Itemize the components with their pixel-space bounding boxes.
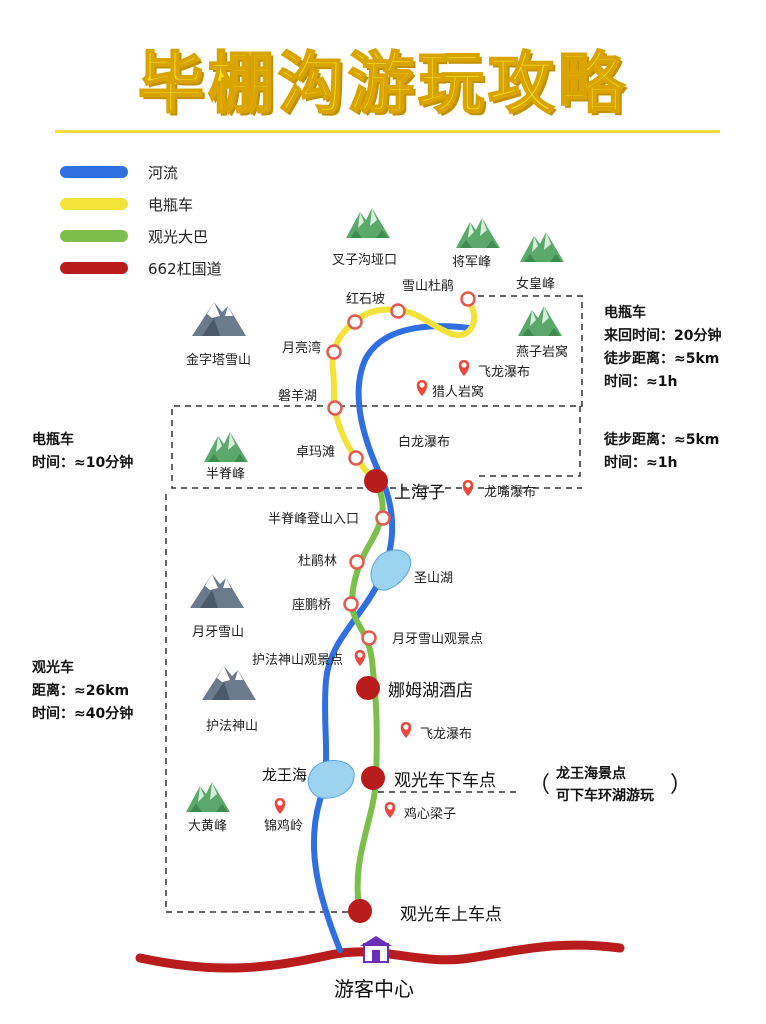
note-line: 时间：≈10分钟 bbox=[32, 454, 133, 471]
stop-marker[interactable] bbox=[343, 596, 359, 612]
highway-662 bbox=[135, 940, 625, 973]
major-stop-marker[interactable] bbox=[348, 899, 372, 923]
legend: 河流 电瓶车 观光大巴 662杠国道 bbox=[60, 164, 222, 278]
legend-label: 观光大巴 bbox=[148, 228, 208, 246]
location-pin-icon[interactable] bbox=[274, 798, 286, 814]
location-pin-icon[interactable] bbox=[416, 380, 428, 396]
location-pin-icon[interactable] bbox=[400, 722, 412, 738]
legend-label: 河流 bbox=[148, 164, 178, 182]
legend-swatch-shuttle bbox=[60, 198, 128, 210]
note-line: 时间：≈40分钟 bbox=[32, 705, 133, 722]
peak-label: 月牙雪山 bbox=[192, 625, 244, 640]
stop-marker[interactable] bbox=[361, 630, 377, 646]
snow-mountain-icon bbox=[202, 666, 256, 700]
poi-label: 鸡心梁子 bbox=[404, 806, 456, 822]
location-pin-icon[interactable] bbox=[354, 650, 366, 666]
title-underline bbox=[55, 130, 720, 133]
stop-label: 月牙雪山观景点 bbox=[392, 632, 483, 647]
poi-label: 白龙瀑布 bbox=[398, 434, 450, 450]
note-paren-open: （ bbox=[528, 773, 550, 798]
peak-label: 大黄峰 bbox=[188, 819, 227, 834]
peak-label: 将军峰 bbox=[452, 255, 491, 270]
peak-label: 护法神山 bbox=[206, 719, 258, 734]
peak-label: 叉子沟垭口 bbox=[332, 253, 397, 268]
stop-marker[interactable] bbox=[375, 510, 391, 526]
mountain-icon bbox=[186, 782, 230, 812]
legend-swatch-highway bbox=[60, 262, 128, 274]
mountain-icon bbox=[456, 218, 500, 248]
poi-label: 飞龙瀑布 bbox=[420, 727, 472, 742]
poi-label: 飞龙瀑布 bbox=[478, 365, 530, 380]
note-line: 距离：≈26km bbox=[32, 682, 129, 699]
stop-label: 红石坡 bbox=[346, 291, 385, 307]
visitor-center-icon[interactable] bbox=[360, 936, 392, 963]
stop-marker[interactable] bbox=[390, 303, 406, 319]
legend-label: 电瓶车 bbox=[148, 196, 193, 214]
note-line: 观光车 bbox=[32, 659, 74, 676]
stop-marker[interactable] bbox=[460, 291, 476, 307]
note-line: 电瓶车 bbox=[604, 304, 646, 321]
stop-marker[interactable] bbox=[347, 314, 363, 330]
note-line: 电瓶车 bbox=[32, 431, 74, 448]
section-box-upper bbox=[171, 295, 583, 489]
note-line: 来回时间：20分钟 bbox=[603, 327, 721, 344]
snow-mountain-icon bbox=[192, 302, 246, 336]
note-line: 徒步距离：≈5km bbox=[603, 431, 719, 448]
stop-label: 月亮湾 bbox=[282, 340, 321, 356]
stop-label: 观光车下车点 bbox=[394, 771, 496, 791]
location-pin-icon[interactable] bbox=[462, 480, 474, 496]
location-pin-icon[interactable] bbox=[384, 802, 396, 818]
stop-label: 杜鹃林 bbox=[298, 553, 337, 569]
major-stop-marker[interactable] bbox=[356, 676, 380, 700]
note-paren-close: ） bbox=[670, 773, 692, 798]
stop-label: 半脊峰登山入口 bbox=[268, 512, 359, 527]
location-pin-icon[interactable] bbox=[458, 360, 470, 376]
major-stop-marker[interactable] bbox=[364, 469, 388, 493]
shengshan-lake bbox=[370, 549, 412, 591]
legend-label: 662杠国道 bbox=[148, 260, 222, 278]
note-line: 龙王海景点 bbox=[555, 765, 626, 782]
mountain-icon bbox=[520, 232, 564, 262]
note-line: 徒步距离：≈5km bbox=[603, 350, 719, 367]
snow-mountain-icon bbox=[190, 574, 244, 608]
major-stop-marker[interactable] bbox=[361, 766, 385, 790]
stop-label: 座鹏桥 bbox=[292, 598, 331, 613]
stop-label: 雪山杜鹃 bbox=[402, 278, 454, 294]
stop-label: 磐羊湖 bbox=[278, 388, 317, 404]
poi-label: 圣山湖 bbox=[414, 571, 453, 586]
stop-marker[interactable] bbox=[326, 344, 342, 360]
longwang-lake bbox=[307, 760, 355, 799]
legend-swatch-bus bbox=[60, 230, 128, 242]
bus-route bbox=[348, 479, 386, 915]
stop-marker[interactable] bbox=[327, 400, 343, 416]
note-line: 时间：≈1h bbox=[604, 454, 677, 471]
stop-label: 护法神山观景点 bbox=[252, 653, 343, 668]
section-box-bus bbox=[165, 494, 348, 913]
note-line: 时间：≈1h bbox=[604, 373, 677, 390]
poi-label: 龙嘴瀑布 bbox=[484, 485, 536, 500]
mountain-icon bbox=[346, 208, 390, 238]
stop-label: 观光车上车点 bbox=[400, 905, 502, 925]
stop-label: 卓玛滩 bbox=[296, 445, 335, 460]
stop-label: 上海子 bbox=[394, 483, 445, 503]
poi-label: 猎人岩窝 bbox=[432, 384, 484, 400]
stop-marker[interactable] bbox=[348, 450, 364, 466]
stop-label: 娜姆湖酒店 bbox=[388, 681, 473, 701]
peak-label: 女皇峰 bbox=[516, 276, 555, 292]
poi-label: 锦鸡岭 bbox=[264, 818, 303, 834]
page-title: 毕棚沟游玩攻略 bbox=[137, 44, 628, 123]
note-line: 可下车环湖游玩 bbox=[556, 787, 654, 804]
legend-swatch-river bbox=[60, 166, 128, 178]
peak-label: 金字塔雪山 bbox=[186, 352, 251, 368]
peak-label: 燕子岩窝 bbox=[516, 344, 568, 360]
mountain-icon bbox=[204, 432, 248, 462]
mountain-icon bbox=[518, 306, 562, 336]
peak-label: 半脊峰 bbox=[206, 467, 245, 482]
stop-label: 游客中心 bbox=[334, 977, 414, 1001]
stop-marker[interactable] bbox=[349, 554, 365, 570]
poi-label: 龙王海 bbox=[262, 766, 307, 784]
section-box-right bbox=[478, 406, 581, 477]
